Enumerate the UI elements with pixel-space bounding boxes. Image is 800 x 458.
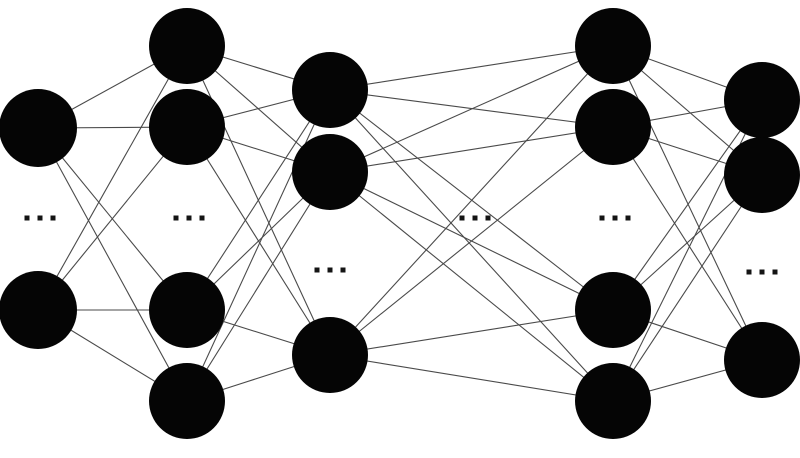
edge-line	[329, 89, 614, 402]
ellipsis-layer-1	[24, 215, 56, 221]
edge-line	[329, 45, 614, 356]
neuron-node	[292, 317, 368, 393]
ellipsis-dot	[50, 215, 56, 221]
edge-line	[329, 309, 614, 356]
ellipsis-dot	[472, 215, 478, 221]
edge-line	[186, 89, 331, 402]
edge-line	[612, 174, 763, 402]
ellipsis-layer-4	[599, 215, 631, 221]
ellipsis-layer-2	[173, 215, 205, 221]
neuron-node	[149, 272, 225, 348]
ellipsis-dot	[340, 267, 346, 273]
neuron-node	[292, 134, 368, 210]
ellipsis-dot	[746, 269, 752, 275]
edge-line	[329, 171, 614, 402]
edge-line	[37, 126, 188, 311]
omitted-layers-ellipsis	[459, 215, 491, 221]
neuron-node	[149, 89, 225, 165]
edge-line	[612, 99, 763, 311]
ellipsis-dot	[759, 269, 765, 275]
ellipsis-dot	[327, 267, 333, 273]
ellipsis-dot	[37, 215, 43, 221]
ellipsis-dot	[485, 215, 491, 221]
neuron-node	[575, 8, 651, 84]
neuron-node	[575, 363, 651, 439]
edge-line	[329, 354, 614, 402]
ellipsis-dot	[599, 215, 605, 221]
ellipses-group	[24, 215, 778, 275]
ellipsis-dot	[459, 215, 465, 221]
ellipsis-dot	[24, 215, 30, 221]
edge-line	[37, 127, 188, 402]
ellipsis-layer-3	[314, 267, 346, 273]
edge-line	[37, 45, 188, 311]
neuron-node	[0, 271, 77, 349]
neuron-node	[149, 363, 225, 439]
edge-line	[612, 126, 763, 361]
ellipsis-layer-5	[746, 269, 778, 275]
edges-group	[37, 45, 763, 402]
neuron-node	[575, 272, 651, 348]
neuron-node	[724, 62, 800, 138]
nodes-group	[0, 8, 800, 439]
ellipsis-dot	[199, 215, 205, 221]
edge-line	[329, 45, 614, 173]
ellipsis-dot	[772, 269, 778, 275]
neuron-node	[724, 137, 800, 213]
ellipsis-dot	[625, 215, 631, 221]
neuron-node	[149, 8, 225, 84]
edge-line	[329, 126, 614, 173]
ellipsis-dot	[314, 267, 320, 273]
neuron-node	[724, 322, 800, 398]
edge-line	[186, 171, 331, 402]
edge-line	[329, 126, 614, 356]
neuron-node	[575, 89, 651, 165]
edge-line	[329, 45, 614, 91]
ellipsis-dot	[612, 215, 618, 221]
neuron-node	[0, 89, 77, 167]
neuron-node	[292, 52, 368, 128]
ellipsis-dot	[173, 215, 179, 221]
ellipsis-dot	[186, 215, 192, 221]
edge-line	[186, 89, 331, 311]
